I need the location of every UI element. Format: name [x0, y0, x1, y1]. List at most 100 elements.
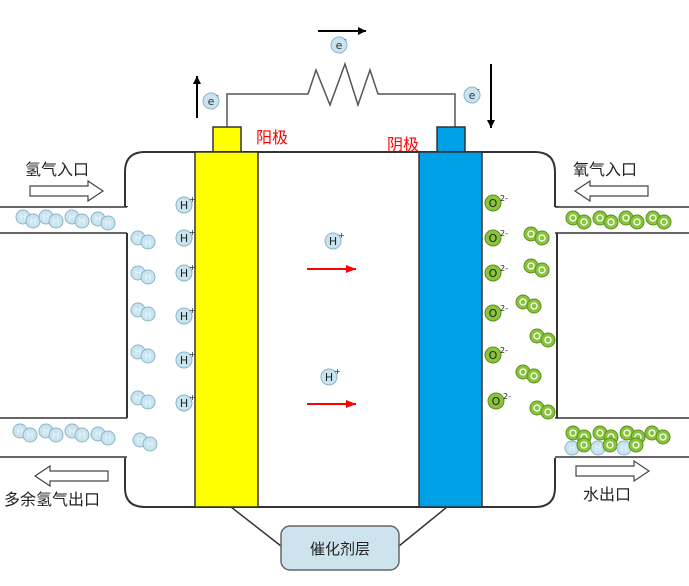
anode-terminal [212, 126, 242, 153]
oxygen-inlet-label: 氧气入口 [573, 160, 637, 179]
svg-text:+: + [189, 228, 196, 237]
catalyst-layer-callout: 催化剂层 [230, 506, 448, 571]
oxygen-atom [526, 298, 542, 314]
oxygen-atom [565, 425, 581, 441]
oxygen-molecules [515, 210, 672, 445]
svg-text:2-: 2- [500, 229, 508, 238]
svg-text:H: H [53, 432, 60, 442]
proton: H+ [175, 393, 196, 412]
proton: H+ [175, 263, 196, 282]
hydrogen-inlet-arrow [29, 179, 105, 203]
catalyst-layer-label: 催化剂层 [310, 540, 370, 558]
hydrogen-inlet-label: 氢气入口 [25, 160, 89, 179]
oxygen-atom [603, 214, 619, 230]
hydrogen-atom: H [142, 436, 158, 452]
svg-text:H: H [43, 214, 50, 224]
proton: H+ [175, 195, 196, 214]
oxygen-atom [534, 262, 550, 278]
svg-text:H: H [180, 267, 188, 280]
svg-text:H: H [180, 199, 188, 212]
svg-text:H: H [145, 311, 152, 321]
svg-text:+: + [189, 393, 196, 402]
svg-text:+: + [334, 367, 341, 376]
oxygen-molecule [529, 400, 556, 420]
svg-text:H: H [43, 428, 50, 438]
svg-text:H: H [135, 349, 142, 359]
svg-text:2-: 2- [500, 346, 508, 355]
svg-text:H: H [105, 220, 112, 230]
svg-text:H: H [20, 214, 27, 224]
oxygen-atom [576, 437, 592, 453]
hydrogen-atom: H [74, 213, 90, 229]
svg-text:H: H [145, 353, 152, 363]
water-molecule: H [616, 437, 644, 456]
svg-text:H: H [17, 428, 24, 438]
svg-text:+: + [189, 263, 196, 272]
oxygen-atom [655, 429, 671, 445]
left-pipes [0, 206, 128, 458]
excess-hydrogen-outlet-label: 多余氢气出口 [4, 490, 100, 509]
hydrogen-atom: H [48, 427, 64, 443]
proton: H+ [175, 350, 196, 369]
hydrogen-outlet-arrow [33, 464, 109, 488]
hydrogen-atom: H [22, 427, 38, 443]
hydrogen-atom: H [140, 269, 156, 285]
svg-text:H: H [79, 432, 86, 442]
svg-text:2-: 2- [503, 392, 511, 401]
oxygen-atom [592, 425, 608, 441]
proton: H+ [175, 228, 196, 247]
svg-text:-: - [344, 35, 347, 44]
svg-text:H: H [95, 431, 102, 441]
proton: H+ [320, 367, 341, 386]
svg-text:H: H [325, 371, 333, 384]
oxygen-atom [628, 437, 644, 453]
oxygen-molecule [515, 294, 542, 314]
water-molecule: H [590, 437, 618, 456]
oxygen-atom [526, 368, 542, 384]
oxygen-molecule [645, 210, 672, 230]
hydrogen-atom: H [48, 213, 64, 229]
svg-text:+: + [338, 231, 345, 240]
svg-text:H: H [69, 214, 76, 224]
oxygen-molecule [565, 210, 592, 230]
oxygen-molecule [529, 328, 556, 348]
svg-text:H: H [180, 232, 188, 245]
hydrogen-atom: H [140, 234, 156, 250]
svg-text:+: + [189, 195, 196, 204]
svg-text:O: O [489, 197, 498, 210]
svg-text:H: H [180, 397, 188, 410]
svg-text:H: H [145, 399, 152, 409]
svg-text:H: H [145, 274, 152, 284]
hydrogen-atom: H [140, 394, 156, 410]
svg-text:+: + [189, 306, 196, 315]
svg-text:H: H [79, 218, 86, 228]
oxygen-atom [629, 214, 645, 230]
cathode-label: 阴极 [387, 135, 419, 154]
water-outlet-label: 水出口 [583, 485, 631, 504]
svg-text:O: O [492, 395, 501, 408]
svg-text:2-: 2- [500, 264, 508, 273]
hydrogen-atom: H [74, 427, 90, 443]
svg-text:-: - [477, 85, 480, 94]
svg-text:H: H [95, 216, 102, 226]
svg-text:H: H [135, 307, 142, 317]
svg-text:H: H [30, 218, 37, 228]
right-pipes [554, 206, 689, 458]
svg-text:H: H [621, 445, 628, 455]
anode-electrode [194, 151, 259, 508]
oxygen-atom [540, 404, 556, 420]
